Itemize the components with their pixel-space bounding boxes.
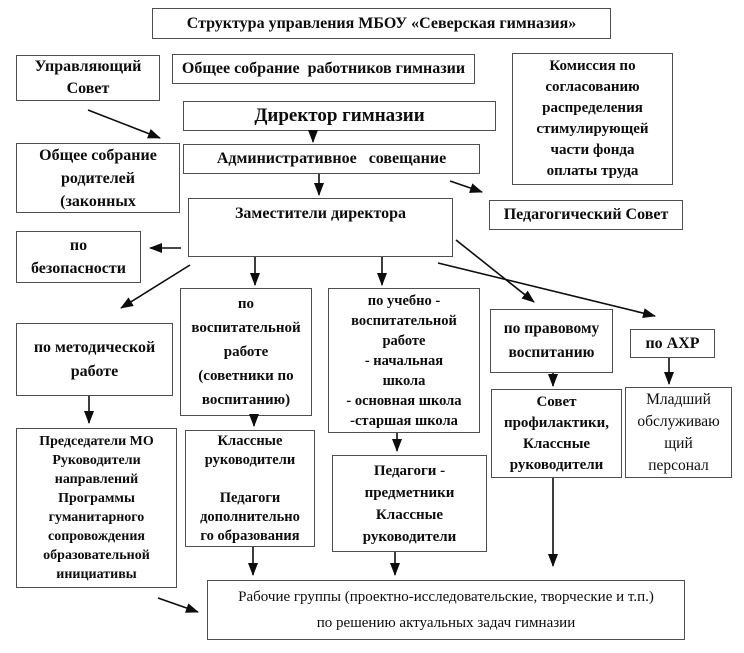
governing-council-box: Управляющий Совет [16,55,160,101]
educational-deputy-box: по воспитательной работе (советники по в… [180,288,312,416]
deputies-box: Заместители директора [188,198,453,257]
class-teachers-box: Классные руководители Педагоги дополните… [185,430,315,547]
commission-box: Комиссия по согласованию распределения с… [512,53,673,185]
arrow-council-to-parents [87,109,161,139]
legal-deputy-box: по правовому воспитанию [490,309,613,373]
methodical-deputy-box: по методической работе [16,323,173,396]
working-groups-box: Рабочие группы (проектно-исследовательск… [207,580,685,640]
admin-meeting-box: Административное совещание [183,144,480,174]
pedagogical-council-box: Педагогический Совет [489,200,683,230]
ahr-deputy-box: по АХР [630,329,715,358]
arrow-mochairs-to-working [157,597,199,613]
security-deputy-box: по безопасности [16,231,141,283]
parents-assembly-box: Общее собрание родителей (законных [16,143,180,213]
arrow-admin-to-pedcouncil [449,180,483,193]
prevention-council-box: Совет профилактики, Классные руководител… [491,389,622,478]
subject-teachers-box: Педагоги - предметники Классные руководи… [332,455,487,552]
mo-chairs-box: Председатели МО Руководители направлений… [16,428,177,588]
junior-staff-box: Младший обслуживаю щий персонал [625,387,732,478]
chart-title: Структура управления МБОУ «Северская гим… [152,8,611,39]
staff-assembly-box: Общее собрание работников гимназии [172,54,475,84]
academic-deputy-box: по учебно - воспитательной работе - нача… [328,288,480,433]
director-box: Директор гимназии [183,101,496,131]
